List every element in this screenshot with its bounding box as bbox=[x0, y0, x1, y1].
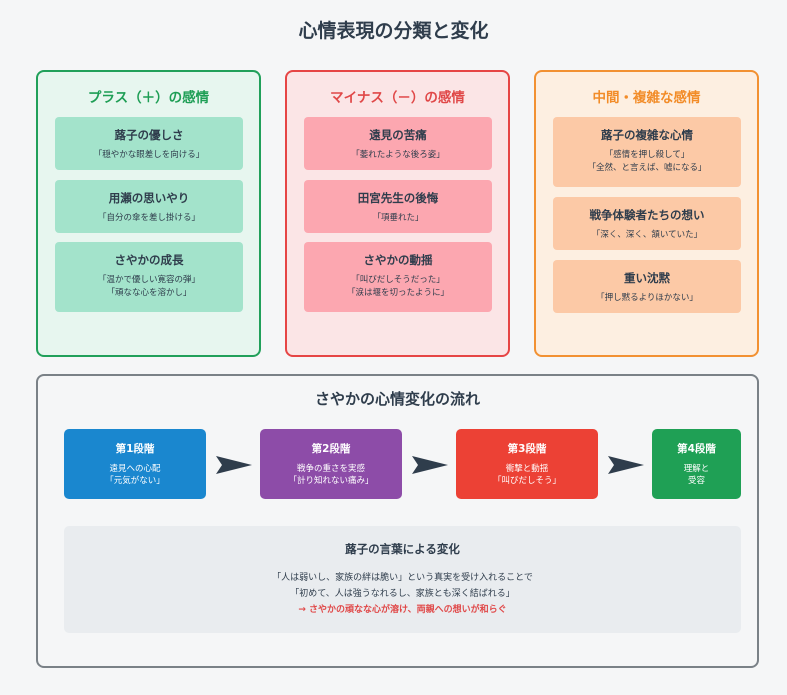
panel-title: プラス（＋）の感情 bbox=[87, 90, 210, 106]
emotion-card: さやかの成長 「温かで優しい寛容の弾」 「頑なな心を溶かし」 bbox=[55, 242, 243, 312]
stage-box: 第4段階 理解と 受容 bbox=[652, 429, 741, 499]
card-title: 戦争体験者たちの想い bbox=[589, 208, 705, 222]
panel-title: 中間・複雑な感情 bbox=[592, 90, 701, 106]
note-emphasis: → さやかの頑なな心が溶け、両親への想いが和らぐ bbox=[298, 605, 507, 615]
emotion-card: 蕗子の複雑な心情 「感情を押し殺して」 「全然、と言えば、嘘になる」 bbox=[553, 117, 741, 187]
card-title: さやかの動揺 bbox=[363, 253, 433, 267]
emotion-flow-section: さやかの心情変化の流れ 第1段階 遠見への心配 「元気がない」 第2段階 戦争の… bbox=[36, 374, 759, 668]
card-quote: 「感情を押し殺して」 bbox=[604, 150, 690, 160]
positive-emotions-panel: プラス（＋）の感情 蕗子の優しさ 「穏やかな眼差しを向ける」 用瀬の思いやり 「… bbox=[36, 70, 261, 357]
stage-box: 第1段階 遠見への心配 「元気がない」 bbox=[64, 429, 206, 499]
fukiko-words-note: 蕗子の言葉による変化 「人は弱いし、家族の絆は脆い」という真実を受け入れることで… bbox=[64, 526, 741, 633]
card-quote: 「自分の傘を差し掛ける」 bbox=[97, 213, 200, 223]
card-quote: 「押し黙るよりほかない」 bbox=[596, 293, 698, 303]
page-title: 心情表現の分類と変化 bbox=[298, 20, 489, 42]
card-quote: 「温かで優しい寛容の弾」 bbox=[97, 275, 200, 285]
card-quote: 「涙は堰を切ったように」 bbox=[346, 288, 449, 298]
card-title: 蕗子の複雑な心情 bbox=[601, 128, 693, 142]
right-arrow-icon bbox=[608, 456, 644, 474]
card-quote: 「深く、深く、頷いていた」 bbox=[591, 230, 703, 240]
card-title: 用瀬の思いやり bbox=[108, 191, 190, 205]
card-quote: 「頑なな心を溶かし」 bbox=[106, 288, 192, 298]
emotion-card: 田宮先生の後悔 「項垂れた」 bbox=[304, 180, 492, 233]
card-quote: 「全然、と言えば、嘘になる」 bbox=[587, 163, 707, 173]
card-title: 蕗子の優しさ bbox=[114, 128, 184, 142]
note-title: 蕗子の言葉による変化 bbox=[345, 542, 460, 556]
flow-title: さやかの心情変化の流れ bbox=[314, 390, 480, 408]
emotion-card: 遠見の苦痛 「萎れたような後ろ姿」 bbox=[304, 117, 492, 170]
emotion-card: さやかの動揺 「叫びだしそうだった」 「涙は堰を切ったように」 bbox=[304, 242, 492, 312]
stage-title: 第4段階 bbox=[677, 443, 716, 455]
card-title: 田宮先生の後悔 bbox=[357, 191, 439, 205]
card-quote: 「穏やかな眼差しを向ける」 bbox=[93, 150, 205, 160]
stage-text: 衝撃と動揺 bbox=[505, 464, 549, 474]
stage-title: 第1段階 bbox=[115, 443, 155, 455]
stage-text: 「元気がない」 bbox=[105, 476, 165, 486]
stage-box: 第2段階 戦争の重さを実感 「計り知れない痛み」 bbox=[260, 429, 402, 499]
panel-title: マイナス（－）の感情 bbox=[330, 90, 465, 106]
negative-emotions-panel: マイナス（－）の感情 遠見の苦痛 「萎れたような後ろ姿」 田宮先生の後悔 「項垂… bbox=[285, 70, 510, 357]
card-quote: 「叫びだしそうだった」 bbox=[351, 275, 445, 285]
stage-text: 「叫びだしそう」 bbox=[492, 476, 561, 486]
emotion-card: 蕗子の優しさ 「穏やかな眼差しを向ける」 bbox=[55, 117, 243, 170]
card-title: 重い沈黙 bbox=[624, 271, 670, 285]
card-title: さやかの成長 bbox=[114, 253, 184, 267]
stage-box: 第3段階 衝撃と動揺 「叫びだしそう」 bbox=[456, 429, 598, 499]
mixed-emotions-panel: 中間・複雑な感情 蕗子の複雑な心情 「感情を押し殺して」 「全然、と言えば、嘘に… bbox=[534, 70, 759, 357]
card-quote: 「萎れたような後ろ姿」 bbox=[351, 150, 445, 160]
emotion-card: 用瀬の思いやり 「自分の傘を差し掛ける」 bbox=[55, 180, 243, 233]
stage-text: 遠見への心配 bbox=[109, 464, 161, 474]
stage-text: 戦争の重さを実感 bbox=[296, 464, 365, 474]
right-arrow-icon bbox=[216, 456, 252, 474]
note-text: 「人は弱いし、家族の絆は脆い」という真実を受け入れることで bbox=[272, 573, 533, 583]
stage-text: 受容 bbox=[687, 476, 705, 486]
emotion-card: 重い沈黙 「押し黙るよりほかない」 bbox=[553, 260, 741, 313]
card-title: 遠見の苦痛 bbox=[369, 128, 427, 142]
stage-title: 第3段階 bbox=[507, 443, 547, 455]
note-text: 「初めて、人は強うなれるし、家族とも深く結ばれる」 bbox=[290, 589, 515, 599]
card-quote: 「項垂れた」 bbox=[372, 213, 424, 223]
stage-title: 第2段階 bbox=[311, 443, 351, 455]
stage-text: 理解と bbox=[683, 464, 710, 474]
emotion-card: 戦争体験者たちの想い 「深く、深く、頷いていた」 bbox=[553, 197, 741, 250]
stage-text: 「計り知れない痛み」 bbox=[288, 476, 374, 486]
right-arrow-icon bbox=[412, 456, 448, 474]
